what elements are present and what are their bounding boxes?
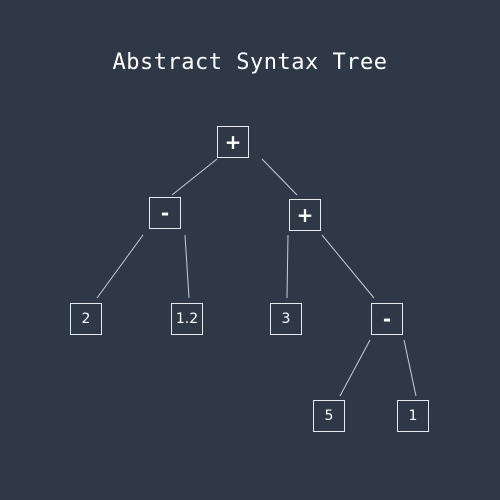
edge-add-right-leaf-3 — [286, 234, 289, 299]
tree-node-leaf-5: 5 — [313, 400, 345, 432]
tree-node-leaf-1: 1 — [397, 400, 429, 432]
diagram-title: Abstract Syntax Tree — [112, 50, 388, 75]
edge-root-sub-left — [171, 158, 218, 196]
tree-node-minus-right: - — [371, 303, 403, 335]
edge-sub-right-leaf-5 — [339, 339, 371, 397]
tree-node-plus-right: + — [289, 199, 321, 231]
tree-node-leaf-1-2: 1.2 — [171, 303, 203, 335]
tree-node-minus-left: - — [149, 197, 181, 229]
tree-node-leaf-2: 2 — [70, 303, 102, 335]
edge-sub-right-leaf-1 — [403, 339, 417, 397]
edge-add-right-sub-right — [321, 234, 375, 299]
edge-root-add-right — [261, 158, 298, 196]
tree-node-root-plus: + — [217, 126, 249, 158]
edge-sub-left-leaf-1-2 — [184, 234, 190, 299]
edge-sub-left-leaf-2 — [96, 234, 144, 299]
tree-node-leaf-3: 3 — [270, 303, 302, 335]
